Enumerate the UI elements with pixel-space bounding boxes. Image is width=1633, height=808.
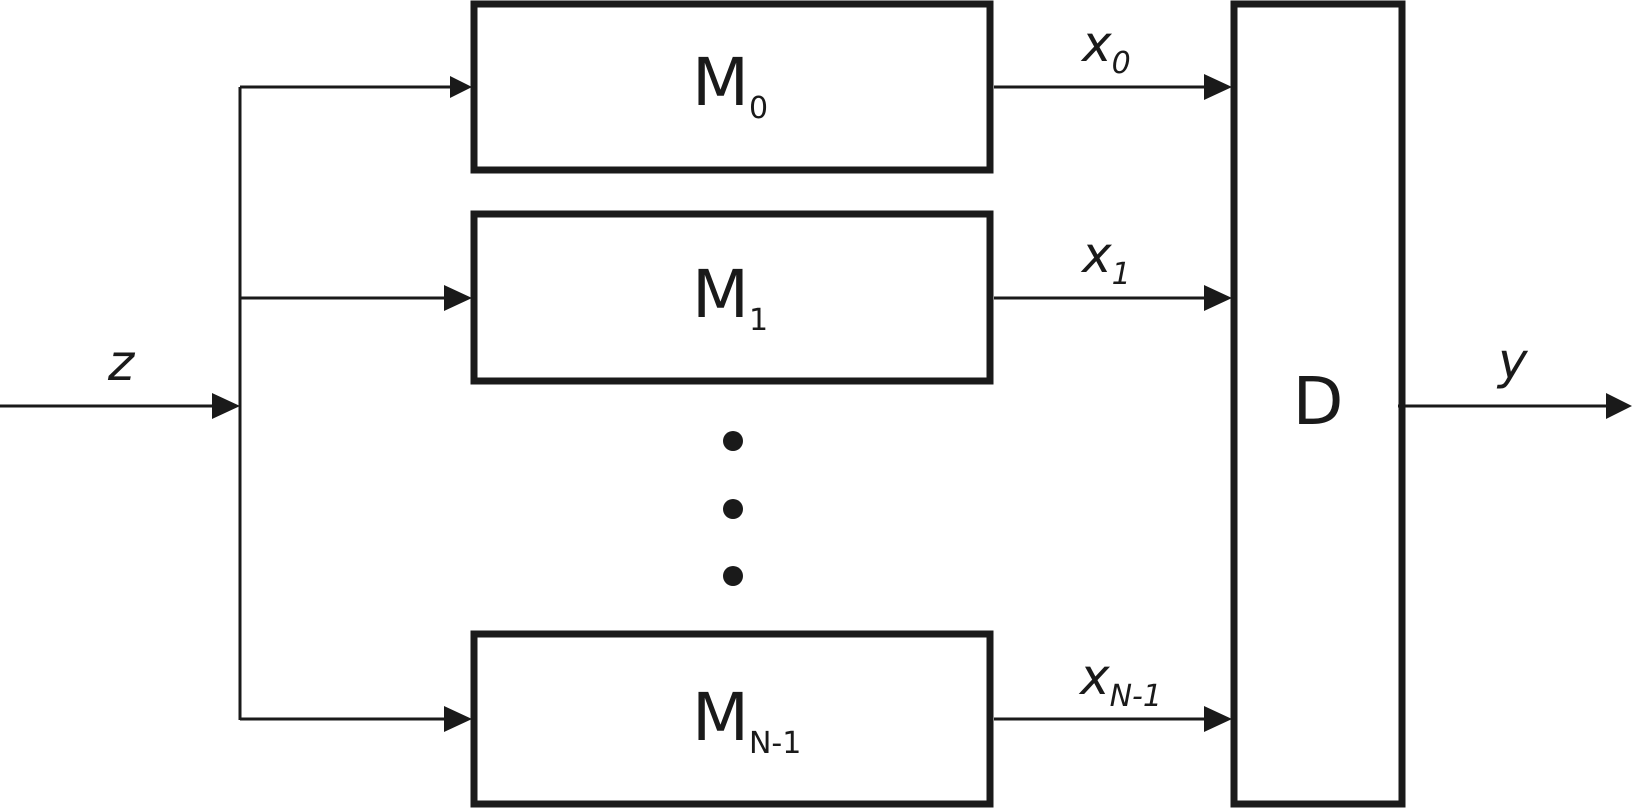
signal-label-x0: x0	[1080, 15, 1131, 81]
wire-xn	[994, 706, 1232, 732]
signal-label-z: z	[107, 334, 136, 392]
ellipsis-dots	[723, 431, 743, 586]
wire-x0	[994, 74, 1232, 100]
signal-label-y: y	[1496, 332, 1529, 390]
output-wire-y	[1398, 393, 1632, 419]
block-d	[1230, 0, 1406, 808]
block-label-m1: M1	[692, 256, 768, 338]
input-wire-z	[0, 393, 240, 419]
signal-label-xn: xN-1	[1078, 648, 1162, 714]
block-label-d: D	[1293, 363, 1344, 440]
block-m0	[470, 0, 994, 174]
distribution-bus	[238, 76, 472, 732]
block-mn	[470, 630, 994, 808]
signal-label-x1: x1	[1080, 226, 1131, 292]
block-label-mn: MN-1	[692, 679, 801, 761]
wire-x1	[994, 285, 1232, 311]
block-label-m0: M0	[692, 44, 768, 126]
block-m1	[470, 210, 994, 385]
